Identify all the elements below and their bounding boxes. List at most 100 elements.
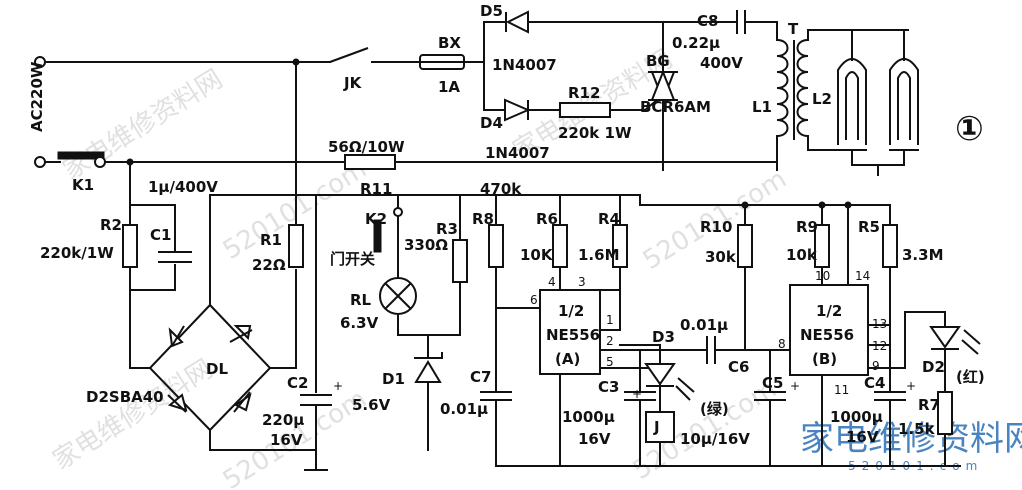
svg-text:0.01µ: 0.01µ [680, 316, 728, 334]
svg-text:220k/1W: 220k/1W [40, 244, 114, 262]
wire [129, 289, 151, 369]
svg-text:DL: DL [206, 360, 228, 378]
fuse-bx: BX 1A [419, 34, 465, 96]
r11-value: 470k [480, 180, 522, 198]
lamp-rl: RL 6.3V [340, 277, 417, 332]
svg-text:1A: 1A [438, 78, 460, 96]
svg-text:1N4007: 1N4007 [485, 144, 550, 162]
svg-text:10: 10 [815, 269, 830, 283]
svg-text:RL: RL [350, 291, 372, 309]
svg-text:K2: K2 [365, 210, 387, 228]
svg-text:0.22µ: 0.22µ [672, 34, 720, 52]
wire [746, 21, 778, 41]
svg-text:C1: C1 [150, 226, 171, 244]
svg-text:门开关: 门开关 [330, 250, 375, 268]
svg-text:11: 11 [834, 383, 849, 397]
svg-text:D1: D1 [382, 370, 405, 388]
svg-text:3: 3 [578, 275, 586, 289]
svg-text:10µ/16V: 10µ/16V [680, 430, 750, 448]
diode-d5: D5 1N4007 [480, 2, 664, 74]
svg-text:D3: D3 [652, 328, 675, 346]
svg-text:10k: 10k [786, 246, 818, 264]
svg-text:1.6M: 1.6M [578, 246, 620, 264]
svg-text:R12: R12 [568, 84, 600, 102]
led-d2: D2 (红) [922, 326, 985, 386]
svg-text:1/2: 1/2 [816, 302, 842, 320]
svg-text:9: 9 [872, 359, 880, 373]
svg-text:NE556: NE556 [546, 326, 600, 344]
capacitor-c1: C1 [150, 226, 192, 263]
zener-d1: D1 5.6V [352, 352, 443, 414]
ic-ne556-b: 1/2 NE556 (B) 10 14 8 13 12 9 11 [778, 269, 887, 397]
svg-text:(红): (红) [956, 368, 985, 386]
svg-text:(B): (B) [812, 350, 837, 368]
svg-text:+: + [906, 379, 916, 393]
svg-text:220µ: 220µ [262, 411, 304, 429]
transformer-t: T L1 L2 [752, 20, 832, 140]
relay-j: J [645, 411, 675, 443]
svg-text:R4: R4 [598, 210, 620, 228]
wire [867, 311, 946, 369]
svg-text:30k: 30k [705, 248, 737, 266]
svg-text:6.3V: 6.3V [340, 314, 379, 332]
svg-text:J: J [653, 418, 660, 436]
svg-text:K1: K1 [72, 176, 94, 194]
svg-text:+: + [632, 387, 642, 401]
ic-ne556-a: 1/2 NE556 (A) 4 3 6 1 2 5 [530, 275, 614, 375]
resistor-r9: R9 10k [786, 218, 830, 268]
wire [867, 304, 891, 391]
wire [639, 194, 891, 206]
ground [304, 404, 328, 471]
svg-text:R7: R7 [918, 396, 940, 414]
svg-text:220k 1W: 220k 1W [558, 124, 632, 142]
wire [129, 264, 176, 291]
svg-text:BG: BG [646, 52, 670, 70]
r11-label: R11 [360, 180, 392, 198]
wire [807, 29, 909, 41]
svg-text:L2: L2 [812, 90, 832, 108]
capacitor-c7: C7 0.01µ [440, 368, 512, 418]
svg-text:T: T [788, 20, 799, 38]
svg-text:C7: C7 [470, 368, 491, 386]
diode-d4: D4 1N4007 [480, 98, 561, 162]
wire [209, 429, 317, 451]
svg-text:C4: C4 [864, 374, 885, 392]
svg-text:L1: L1 [752, 98, 772, 116]
svg-text:8: 8 [778, 337, 786, 351]
wire [495, 399, 961, 467]
ac-input: AC220W [28, 56, 46, 168]
uv-lamp-left [837, 29, 867, 166]
watermark-text: 家电维修资料网 [48, 354, 218, 476]
svg-text:R10: R10 [700, 218, 732, 236]
svg-text:BX: BX [438, 34, 461, 52]
capacitor-c5: C5 + 10µ/16V [680, 374, 800, 448]
svg-text:BCR6AM: BCR6AM [640, 98, 711, 116]
svg-text:C6: C6 [728, 358, 749, 376]
wire [269, 269, 297, 369]
svg-text:C8: C8 [697, 12, 718, 30]
svg-text:0.01µ: 0.01µ [440, 400, 488, 418]
resistor-r2: R2 220k/1W [40, 216, 138, 268]
svg-text:330Ω: 330Ω [404, 236, 448, 254]
svg-text:D2SBA40: D2SBA40 [86, 388, 164, 406]
c1-rating: 1µ/400V [148, 178, 218, 196]
svg-text:NE556: NE556 [800, 326, 854, 344]
resistor-r8: R8 [472, 210, 504, 268]
svg-text:R6: R6 [536, 210, 558, 228]
door-switch-k2: K2 门开关 [330, 207, 403, 268]
figure-number: ① [955, 109, 984, 149]
svg-text:2: 2 [606, 334, 614, 348]
svg-text:+: + [333, 379, 343, 393]
svg-text:+: + [790, 379, 800, 393]
svg-text:3.3M: 3.3M [902, 246, 944, 264]
resistor-r3: R3 330Ω [404, 194, 468, 283]
led-d3: D3 (绿) [644, 328, 729, 418]
svg-text:R5: R5 [858, 218, 880, 236]
svg-text:1000µ: 1000µ [562, 408, 615, 426]
svg-text:R8: R8 [472, 210, 494, 228]
svg-text:R1: R1 [260, 231, 282, 249]
svg-text:16V: 16V [846, 428, 879, 446]
svg-text:(A): (A) [555, 350, 580, 368]
svg-text:R9: R9 [796, 218, 818, 236]
watermark-logo: 家电维修资料网 [800, 419, 1022, 459]
